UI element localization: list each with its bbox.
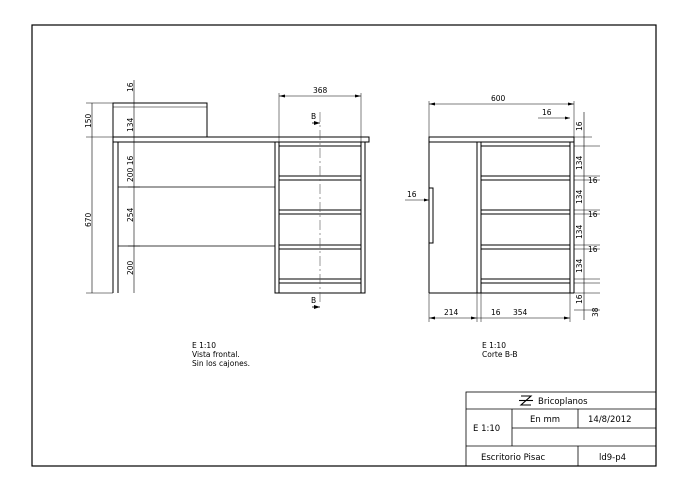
dim-16-c: 16 — [588, 245, 598, 254]
dim-354: 354 — [513, 308, 528, 317]
section-note-scale: E 1:10 — [482, 341, 506, 350]
drawing-title: Escritorio Pisac — [481, 453, 546, 463]
sheet-border — [31, 24, 657, 467]
dim-254: 254 — [126, 207, 135, 222]
front-note-drawers: Sin los cajones. — [192, 359, 250, 368]
desk-top — [112, 136, 370, 143]
dim-16-side-top: 16 — [575, 121, 584, 131]
dim-368: 368 — [313, 86, 328, 95]
section-marker-bottom: B — [311, 296, 316, 305]
section-view — [405, 101, 600, 322]
dim-134: 134 — [126, 117, 135, 132]
section-marker-top: B — [311, 112, 316, 121]
dim-38: 38 — [591, 307, 600, 317]
dim-16-handle: 16 — [407, 190, 417, 199]
title-date: 14/8/2012 — [588, 415, 632, 425]
dim-134-a: 134 — [575, 155, 584, 170]
title-scale: E 1:10 — [473, 424, 500, 434]
dim-16-a: 16 — [588, 176, 598, 185]
dim-16-bottom: 16 — [491, 308, 501, 317]
dim-134-b: 134 — [575, 189, 584, 204]
title-units: En mm — [530, 415, 560, 425]
dim-200: 200 — [126, 260, 135, 275]
dim-16-d: 16 — [575, 294, 584, 304]
dim-200-16: 200 16 — [126, 156, 135, 182]
front-note-scale: E 1:10 — [192, 341, 216, 350]
dim-134-c: 134 — [575, 224, 584, 239]
dim-150: 150 — [84, 113, 93, 128]
dim-600: 600 — [491, 94, 506, 103]
section-note-name: Corte B-B — [482, 350, 518, 359]
title-block — [465, 391, 657, 467]
drawing-code: ld9-p4 — [599, 453, 626, 463]
dim-16-b: 16 — [588, 210, 598, 219]
dim-16-top: 16 — [126, 82, 135, 92]
brand-name: Bricoplanos — [538, 397, 588, 407]
front-view — [86, 80, 370, 309]
dim-16-top-plank: 16 — [542, 108, 552, 117]
dim-134-d: 134 — [575, 258, 584, 273]
dim-214: 214 — [444, 308, 459, 317]
section-top — [428, 136, 575, 143]
dim-670: 670 — [84, 212, 93, 227]
front-note-view: Vista frontal. — [192, 350, 240, 359]
